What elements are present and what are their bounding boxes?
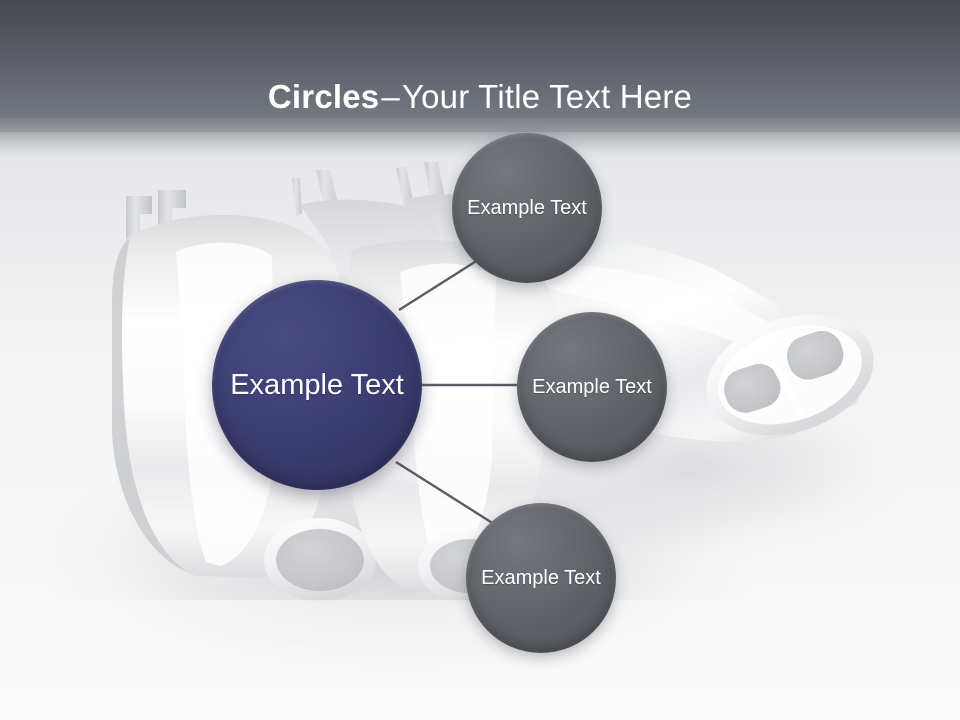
center-node[interactable]: Example Text (212, 280, 422, 490)
satellite-node-2[interactable]: Example Text (517, 312, 667, 462)
connector-center-to-satellite-1 (398, 258, 479, 312)
satellite-node-3[interactable]: Example Text (466, 503, 616, 653)
satellite-node-1[interactable]: Example Text (452, 133, 602, 283)
center-node-label: Example Text (230, 369, 404, 401)
satellite-node-2-label: Example Text (532, 375, 652, 398)
satellite-node-3-label: Example Text (481, 566, 601, 589)
title-emphasis: Circles (267, 78, 380, 116)
title-remainder: Your Title Text Here (401, 78, 693, 116)
title-dash: – (381, 78, 400, 116)
page-title: Circles–Your Title Text Here (0, 77, 960, 117)
connector-center-to-satellite-3 (395, 460, 495, 526)
satellite-node-1-label: Example Text (467, 196, 587, 219)
title-header-band (0, 0, 960, 132)
